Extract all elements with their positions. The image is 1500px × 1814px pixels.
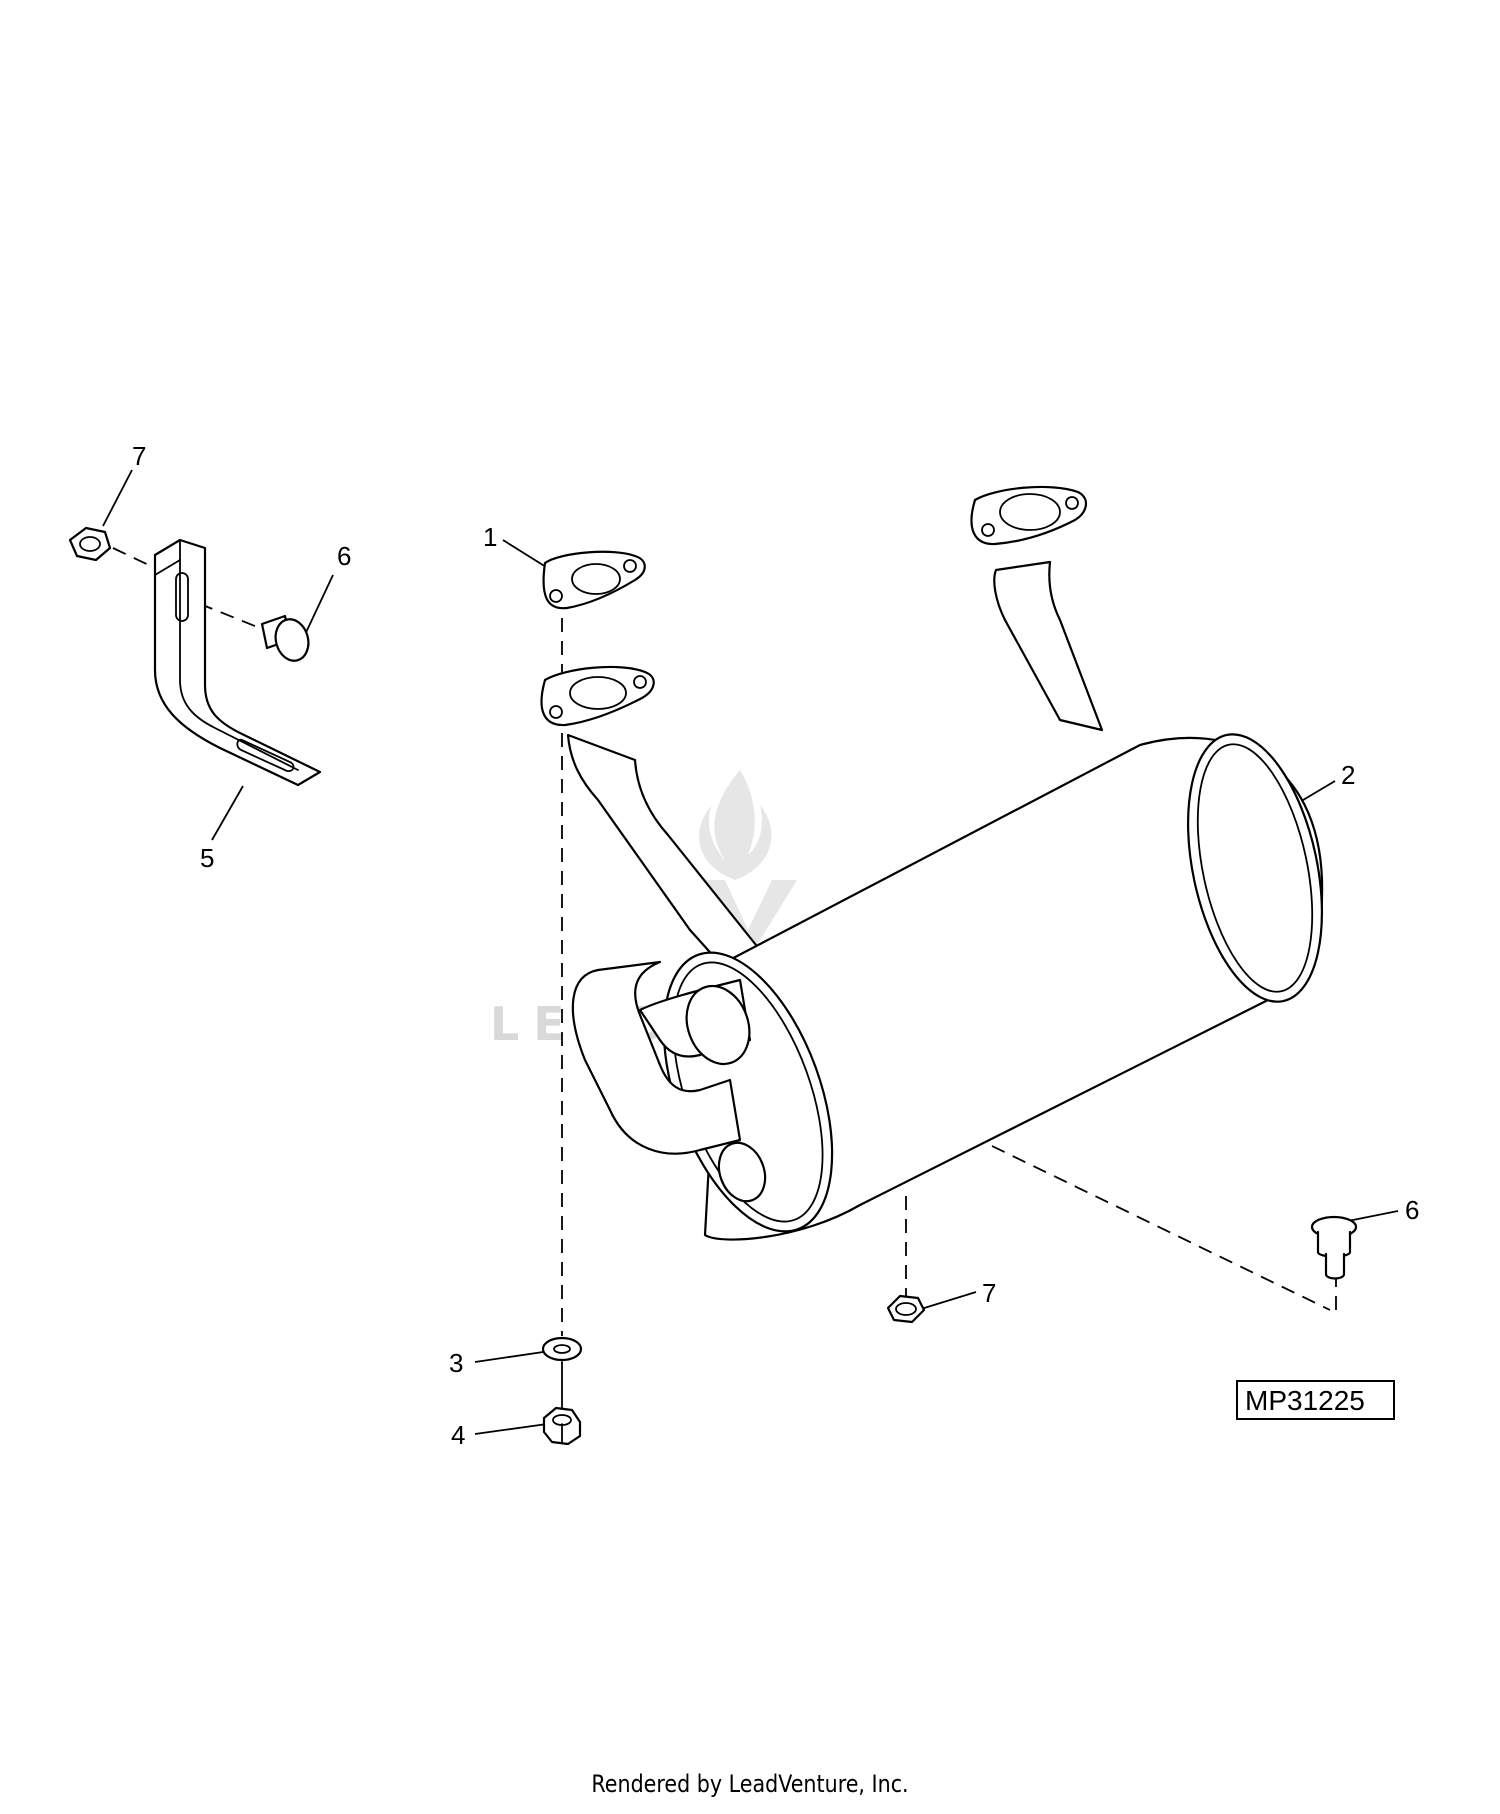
watermark-flame-icon [699,770,772,880]
leader-4 [474,1423,548,1435]
leader-5 [211,785,244,841]
carriage-bolt-right-icon [1310,1215,1358,1280]
figure-id-text: MP31225 [1245,1385,1365,1416]
hex-nut-icon [542,1406,582,1446]
bracket-icon [153,538,322,787]
callout-6-bracket: 6 [337,541,351,571]
callout-2: 2 [1341,760,1355,790]
callout-1: 1 [483,522,497,552]
callout-6-right: 6 [1405,1195,1419,1225]
callout-7-right: 7 [982,1278,996,1308]
carriage-bolt-icon [260,614,310,662]
leader-6-bracket [301,574,334,642]
callout-5: 5 [200,843,214,873]
callout-7-bracket: 7 [132,441,146,471]
render-credit: Rendered by LeadVenture, Inc. [591,1770,909,1798]
dash-muffler-to-bolt [991,1145,1331,1311]
callouts: 7 6 5 1 2 6 7 3 4 [132,441,1419,1450]
flange-nut-icon [68,526,112,562]
leader-lines [102,469,1399,1435]
leader-7-bracket [102,469,133,527]
dash-nut-to-bracket [112,547,156,569]
figure-id-label: MP31225 [1236,1380,1395,1420]
leader-7-right [920,1291,977,1310]
lock-washer-icon [541,1336,583,1362]
callout-3: 3 [449,1348,463,1378]
flange-nut-right-icon [886,1294,926,1324]
watermark-v-icon [700,880,797,960]
gasket-icon [542,550,646,610]
callout-4: 4 [451,1420,465,1450]
muffler-icon [540,485,1324,1241]
leader-3 [474,1350,551,1363]
